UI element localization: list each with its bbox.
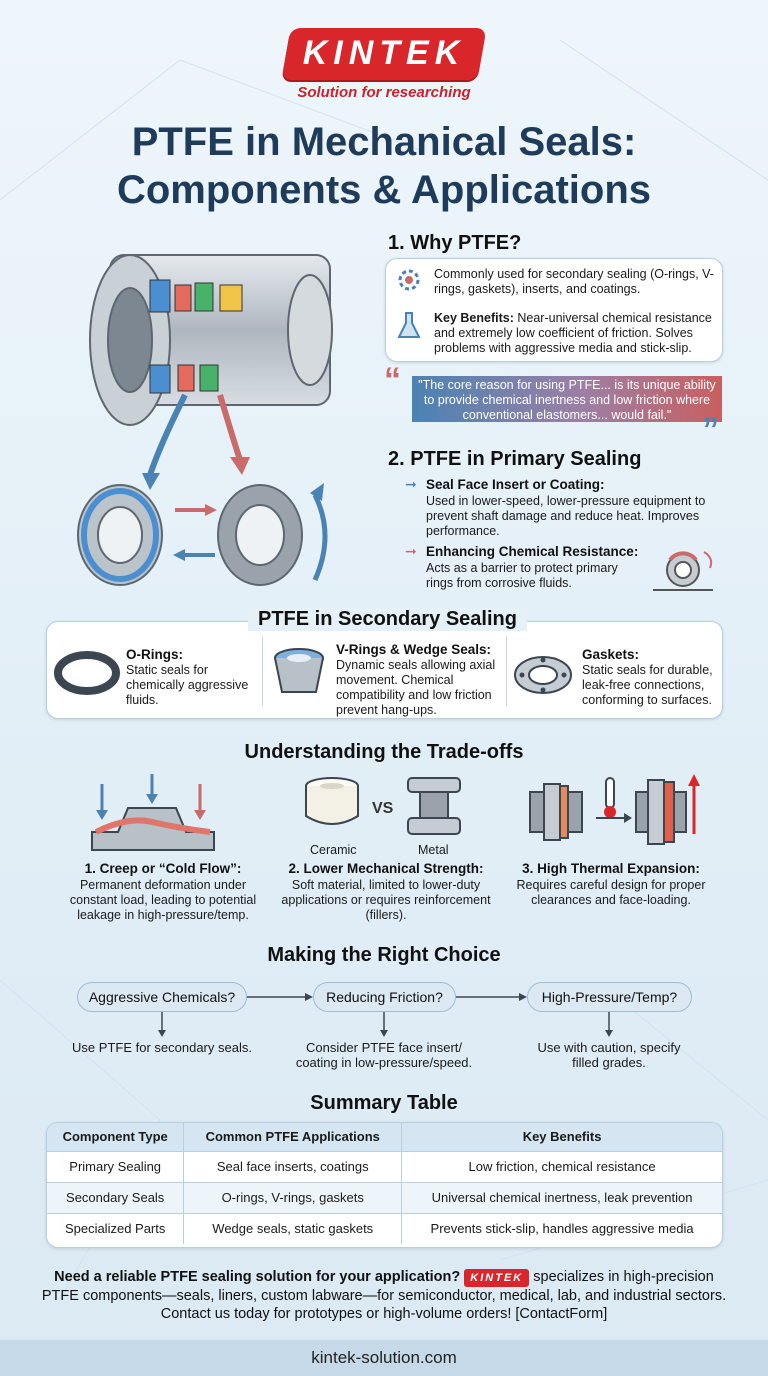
metal-icon — [407, 777, 461, 835]
logo-tagline: Solution for researching — [297, 84, 471, 101]
title-line-2: Components & Applications — [116, 168, 652, 212]
table-header-row: Component Type Common PTFE Applications … — [47, 1123, 722, 1152]
v-rings-text: Dynamic seals allowing axial movement. C… — [336, 658, 496, 717]
table-cell: Wedge seals, static gaskets — [183, 1213, 403, 1244]
gasket-icon — [514, 656, 572, 694]
footer-url[interactable]: kintek-solution.com — [311, 1348, 457, 1367]
table-cell: Seal face inserts, coatings — [183, 1151, 403, 1183]
gaskets-text: Static seals for durable, leak-free conn… — [582, 663, 713, 707]
quote-close-icon: ” — [702, 411, 719, 449]
page-title: PTFE in Mechanical Seals: Components & A… — [20, 118, 748, 214]
cold-flow-icon — [91, 774, 215, 851]
primary-item-1-text: Used in lower-speed, lower-pressure equi… — [426, 494, 706, 538]
tradeoffs-heading: Understanding the Trade-offs — [244, 741, 524, 763]
table-cell: Universal chemical inertness, leak preve… — [401, 1182, 722, 1214]
o-ring-icon — [54, 651, 120, 695]
secondary-sealing-heading: PTFE in Secondary Sealing — [248, 608, 527, 631]
summary-table-wrap: Component Type Common PTFE Applications … — [46, 1122, 723, 1248]
table-cell: Primary Sealing — [47, 1151, 185, 1183]
choice-heading: Making the Right Choice — [267, 944, 501, 966]
why-ptfe-heading: 1. Why PTFE? — [388, 232, 522, 254]
metal-label: Metal — [418, 843, 449, 857]
choice-pill-chemicals: Aggressive Chemicals? — [77, 982, 247, 1012]
table-cell: Specialized Parts — [47, 1213, 185, 1244]
summary-table: Component Type Common PTFE Applications … — [47, 1123, 722, 1244]
o-rings-text: Static seals for chemically aggressive f… — [126, 663, 249, 707]
divider — [506, 636, 507, 706]
tradeoff-1-title: 1. Creep or “Cold Flow”: — [84, 861, 242, 876]
choice-flow-arrows — [158, 993, 613, 1037]
tradeoff-2-title: 2. Lower Mechanical Strength: — [288, 861, 484, 876]
gaskets-title: Gaskets: — [582, 647, 640, 662]
table-row: Primary Sealing Seal face inserts, coati… — [47, 1151, 722, 1183]
gear-icon — [398, 269, 420, 291]
footer-bar: kintek-solution.com — [0, 1340, 768, 1376]
quote-open-icon: “ — [384, 361, 401, 399]
arrow-icon: ➞ — [405, 476, 417, 492]
primary-sealing-heading: 2. PTFE in Primary Sealing — [388, 448, 642, 470]
divider — [262, 636, 263, 706]
primary-item-1-title: Seal Face Insert or Coating: — [426, 477, 605, 492]
ceramic-icon — [305, 777, 359, 825]
key-benefits-text: Near-universal chemical resistance and e… — [434, 311, 712, 355]
choice-result-pressure: Use with caution, specify filled grades. — [537, 1040, 681, 1070]
cta-paragraph: Need a reliable PTFE sealing solution fo… — [40, 1268, 728, 1323]
cta-lead: Need a reliable PTFE sealing solution fo… — [54, 1269, 461, 1285]
mechanical-seal-illustration — [77, 254, 333, 586]
coated-ring-icon — [653, 551, 713, 591]
flask-icon — [397, 312, 421, 338]
choice-pill-friction: Reducing Friction? — [313, 982, 456, 1012]
table-cell: O-rings, V-rings, gaskets — [183, 1182, 403, 1214]
table-row: Secondary Seals O-rings, V-rings, gasket… — [47, 1182, 722, 1214]
logo-brand: KINTEK — [302, 34, 466, 72]
v-rings-title: V-Rings & Wedge Seals: — [336, 642, 492, 657]
kintek-logo: KINTEK Solution for researching — [274, 28, 494, 108]
choice-pill-pressure: High-Pressure/Temp? — [527, 982, 692, 1012]
quote-band: "The core reason for using PTFE... is it… — [412, 376, 722, 422]
table-header: Common PTFE Applications — [183, 1123, 403, 1152]
title-line-1: PTFE in Mechanical Seals: — [131, 120, 637, 164]
tradeoff-3-title: 3. High Thermal Expansion: — [522, 861, 700, 876]
table-cell: Low friction, chemical resistance — [401, 1151, 722, 1183]
primary-item-2-title: Enhancing Chemical Resistance: — [426, 544, 639, 559]
o-rings-title: O-Rings: — [126, 647, 183, 662]
choice-result-chemicals: Use PTFE for secondary seals. — [72, 1040, 252, 1055]
summary-heading: Summary Table — [310, 1092, 458, 1114]
cta-body: specializes in high-precision PTFE compo… — [41, 1269, 727, 1322]
choice-result-friction: Consider PTFE face insert/ coating in lo… — [295, 1040, 473, 1070]
table-header: Component Type — [47, 1123, 185, 1152]
why-item-2: Key Benefits: Near-universal chemical re… — [434, 311, 716, 356]
thermal-expansion-icon — [529, 774, 700, 845]
table-row: Specialized Parts Wedge seals, static ga… — [47, 1213, 722, 1244]
cta-brand-badge: KINTEK — [464, 1269, 530, 1287]
table-cell: Prevents stick-slip, handles aggressive … — [401, 1213, 722, 1244]
key-benefits-label: Key Benefits: — [434, 311, 514, 325]
why-ptfe-card: Commonly used for secondary sealing (O-r… — [385, 258, 723, 362]
tradeoff-1-text: Permanent deformation under constant loa… — [69, 878, 257, 922]
why-item-1: Commonly used for secondary sealing (O-r… — [434, 267, 714, 296]
tradeoff-2-text: Soft material, limited to lower-duty app… — [281, 878, 491, 922]
v-ring-icon — [274, 648, 324, 693]
ceramic-label: Ceramic — [310, 843, 357, 857]
primary-item-2-text: Acts as a barrier to protect primary rin… — [426, 561, 618, 590]
arrow-icon: ➞ — [405, 543, 417, 559]
vs-label: VS — [372, 800, 394, 817]
table-header: Key Benefits — [401, 1123, 722, 1152]
table-cell: Secondary Seals — [47, 1182, 185, 1214]
tradeoff-3-text: Requires careful design for proper clear… — [516, 878, 706, 907]
